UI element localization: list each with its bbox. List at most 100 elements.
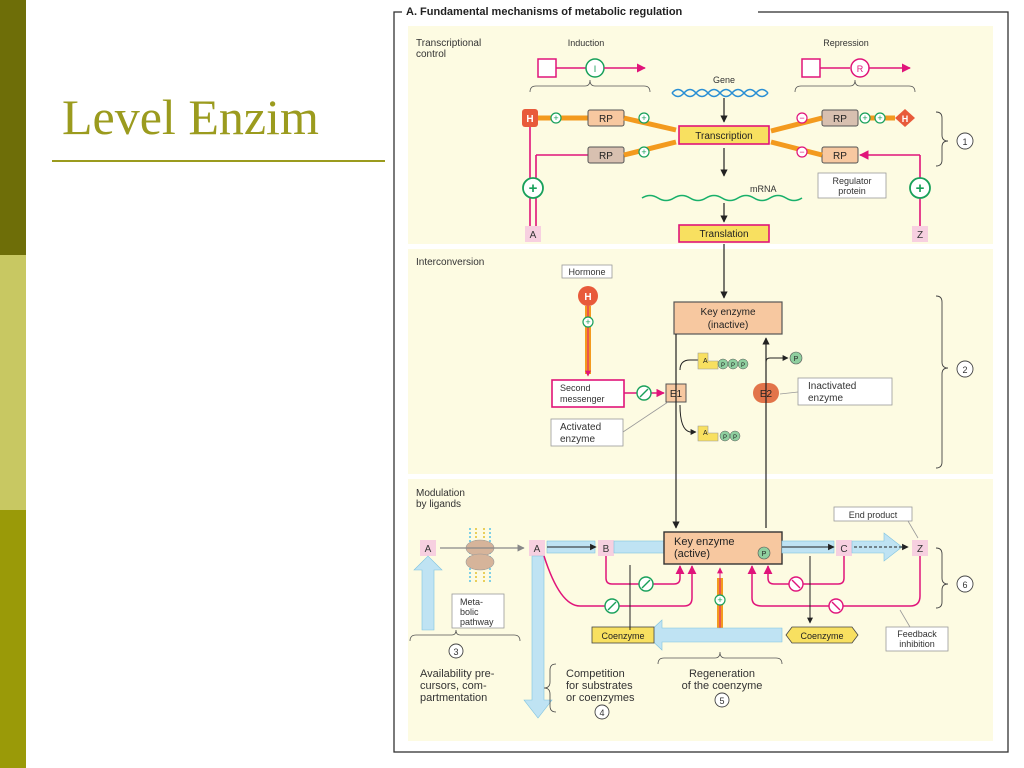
plus-circle-big-right [909,177,931,199]
metabolite-z [912,540,928,556]
brace-3 [409,629,521,642]
adp-adenosine-label: A [703,430,708,437]
section-label-modulation-1: Modulation [416,488,465,499]
minus-circle-1 [796,112,808,124]
key-enzyme-active-label-2: (active) [674,548,710,560]
induction-label: Induction [568,38,605,48]
repression-pathway-bar-3 [770,139,823,158]
section-label-transcriptional-1: Transcriptional [416,38,481,49]
metabolite-b-label: B [603,544,610,555]
induction-pathway-bar-3 [623,139,677,158]
panel-modulation [408,479,993,741]
minus-sign-2: − [799,147,804,157]
number-circle-3 [448,643,464,659]
minus-circle-2 [796,146,808,158]
section-brace-6 [935,547,949,609]
inhibition-slash-z [831,601,841,611]
plus-circle-big-left [522,177,544,199]
gene-helix-b [671,88,769,98]
rp-label-4: RP [833,151,847,162]
section-label-transcriptional-2: control [416,49,446,60]
pathway-up-arrow [413,555,443,631]
rp-label-3: RP [833,114,847,125]
hormone-h-left-label: H [526,114,533,125]
metabolite-c-label: C [840,544,847,555]
competition-label-2: for substrates [566,680,633,692]
coenzyme-left-label: Coenzyme [601,631,644,641]
metabolic-regulation-figure: A. Fundamental mechanisms of metabolic r… [393,4,1009,753]
mrna-strand [641,194,803,202]
availability-label-1: Availability pre- [420,668,495,680]
number-1: 1 [962,137,967,147]
activated-enzyme-label-1: Activated [560,422,601,433]
title-underline [52,160,385,162]
brace-4 [543,663,557,713]
metabolite-a-top-label: A [530,230,537,241]
end-product-label: End product [849,510,898,520]
activation-slash-1 [639,388,649,398]
hormone-h-right [895,109,915,127]
metabolic-pathway-callout [451,593,505,629]
metabolite-a-top [525,226,541,242]
plus-circle-4 [859,112,871,124]
second-messenger-label-1: Second [560,383,591,393]
a-activation-loop [543,555,697,607]
metabolite-a-outside [420,540,436,556]
metabolite-c [836,540,852,556]
competition-label-1: Competition [566,668,625,680]
activation-slash-a [607,601,617,611]
induction-pathway-bar-2 [623,115,677,133]
hormone-h-circle [578,286,598,306]
released-phosphate-label: P [794,356,799,363]
minus-sign-1: − [799,113,804,123]
sidebar-stripe-bottom [0,510,26,768]
metabolite-z-top [912,226,928,242]
number-6: 6 [962,580,967,590]
repression-pathway-bar-2 [770,115,823,134]
coenzyme-right-label: Coenzyme [800,631,843,641]
number-circle-1 [956,132,974,150]
hormone-callout [561,264,613,279]
rp-label-2: RP [599,151,613,162]
mrna-label: mRNA [750,184,777,194]
repressor-symbol: R [857,64,864,74]
feedback-inhibition-callout [885,626,949,652]
feedback-inhibition-label-1: Feedback [897,629,937,639]
section-brace-2 [935,295,949,469]
induction-gene-box [537,58,557,78]
atp-p-label-2: P [731,363,735,369]
availability-label-3: partmentation [420,692,487,704]
section-label-modulation-2: by ligands [416,499,461,510]
figure-title-bg [402,4,758,20]
plus-sign-2: + [641,113,646,123]
section-label-interconversion: Interconversion [416,257,484,268]
plus-sign-4: + [862,113,867,123]
plus-circle-3 [638,146,650,158]
inhibition-slash-c [791,579,801,589]
end-product-callout [833,506,913,522]
number-3: 3 [453,647,458,657]
metabolite-z-top-label: Z [917,230,923,241]
plus-circle-hormone [582,316,594,328]
adp-p-label-2: P [733,435,737,441]
plus-sign-big-left: + [529,180,538,197]
regeneration-label-1: Regeneration [689,668,755,680]
number-4: 4 [599,708,604,718]
hormone-label: Hormone [568,267,605,277]
number-circle-5 [714,692,730,708]
slide-title: Level Enzim [62,89,319,145]
key-enzyme-phosphate-label: P [762,551,767,558]
key-enzyme-inactive-label-2: (inactive) [708,320,749,331]
coenzyme-left-box [591,626,655,644]
metabolic-pathway-label-3: pathway [460,617,494,627]
inactivated-enzyme-pointer [779,391,799,395]
hormone-h-circle-label: H [584,292,591,303]
feedback-inhibition-label-2: inhibition [899,639,935,649]
atp-p-label-1: P [721,363,725,369]
gene-label: Gene [713,75,735,85]
transcription-box [678,125,770,145]
repression-label: Repression [823,38,869,48]
adp-phosphate-2 [729,430,741,442]
plus-sign-hormone: + [585,317,590,327]
key-enzyme-inactive-box [673,301,783,335]
